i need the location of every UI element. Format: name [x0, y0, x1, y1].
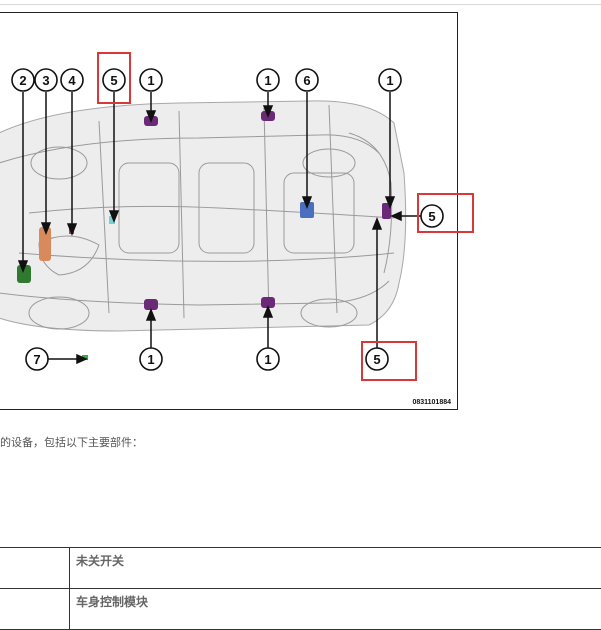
callout-1-bottom-left: 1	[147, 352, 154, 367]
callout-4: 4	[68, 73, 76, 88]
callout-1-top-left: 1	[147, 73, 154, 88]
callout-3: 3	[42, 73, 49, 88]
callout-5-bottom: 5	[373, 352, 380, 367]
part-number-cell	[0, 548, 70, 589]
intro-text: 的设备，包括以下主要部件：	[0, 434, 143, 450]
table-row: 未关开关	[0, 548, 601, 589]
top-divider	[0, 4, 601, 5]
callout-1-bottom-right: 1	[264, 352, 271, 367]
callout-5-top: 5	[110, 73, 117, 88]
callout-2: 2	[19, 73, 26, 88]
callout-1-top-right: 1	[264, 73, 271, 88]
vehicle-component-location-figure: 2 3 4 5 1 1 6 1 5 7 1 1 5 0831101884	[0, 12, 458, 410]
part-number-cell	[0, 589, 70, 630]
part-name-cell: 未关开关	[70, 548, 601, 589]
parts-table: 未关开关 车身控制模块	[0, 547, 601, 630]
figure-id: 0831101884	[412, 399, 451, 406]
table-row: 车身控制模块	[0, 589, 601, 630]
callout-1-rear: 1	[386, 73, 393, 88]
part-name-cell: 车身控制模块	[70, 589, 601, 630]
callout-7: 7	[33, 352, 40, 367]
vehicle-illustration: 2 3 4 5 1 1 6 1 5 7 1 1 5	[0, 13, 457, 409]
callout-6: 6	[303, 73, 310, 88]
highlight-box-rear-callout	[417, 193, 474, 233]
